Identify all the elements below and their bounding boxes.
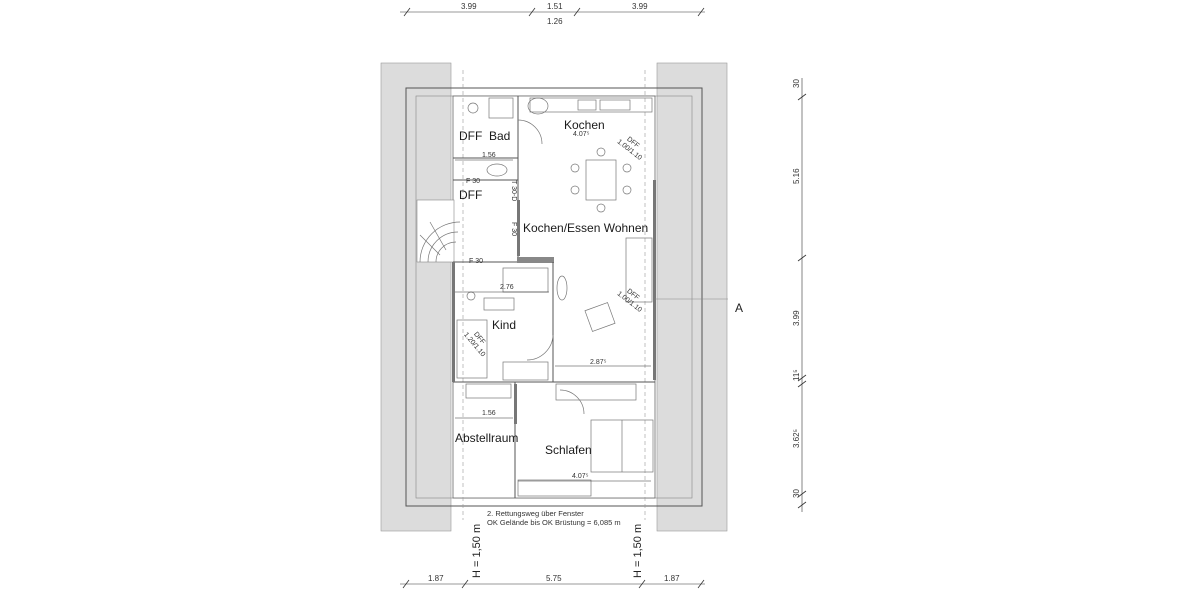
chair — [570, 185, 580, 195]
floor-area — [452, 95, 656, 499]
wardrobe-schlafen — [555, 383, 637, 401]
kitchen-cooktop — [599, 99, 631, 111]
right-dim-4: 11⁵ — [792, 369, 801, 381]
stair-line — [419, 234, 441, 256]
stair-spiral — [419, 221, 461, 263]
note-line-1: 2. Rettungsweg über Fenster — [487, 509, 584, 518]
bath-door-swing — [517, 119, 543, 145]
window-label-bad: DFF — [459, 129, 482, 143]
dim-wohnen-width: 2.87⁵ — [590, 359, 607, 366]
bottom-dim-left: 1.87 — [428, 574, 444, 583]
room-label-schlafen: Schlafen — [545, 443, 592, 457]
section-marker: A — [735, 301, 743, 315]
wall-mark-right — [653, 180, 656, 380]
flur-basin — [486, 163, 508, 177]
door-label-t30: T 30-D — [510, 180, 517, 201]
bottom-dim-middle: 5.75 — [546, 574, 562, 583]
right-dim-5: 3.62⁵ — [792, 429, 801, 448]
schlafen-door-swing — [559, 389, 585, 415]
wall-column — [517, 257, 554, 263]
chair — [622, 185, 632, 195]
bed-kind — [456, 319, 488, 379]
dim-schlafen-width: 4.07⁵ — [572, 473, 589, 480]
washbasin — [527, 97, 549, 115]
dim-abstell-width: 1.56 — [482, 410, 496, 417]
bathtub — [488, 97, 514, 119]
room-label-abstellraum: Abstellraum — [455, 431, 518, 445]
kitchen-sink — [577, 99, 597, 111]
coffee-table — [556, 275, 568, 301]
shelf-abstell — [465, 383, 512, 399]
chair — [570, 163, 580, 173]
dim-kochen-width: 4.07⁵ — [573, 131, 590, 138]
right-dim-6: 30 — [792, 489, 801, 498]
bottom-dim-right: 1.87 — [664, 574, 680, 583]
wall-mark-abstell — [514, 384, 517, 424]
wall-mark-bad — [517, 200, 520, 256]
door-label-f30-bad: F 30 — [466, 178, 480, 185]
right-dim-3: 3.99 — [792, 310, 801, 326]
room-label-bad: Bad — [489, 129, 510, 143]
dining-table — [585, 159, 617, 201]
door-label-f30-flur: F 30 — [469, 258, 483, 265]
door-label-t30-f30: F 30 — [510, 222, 517, 236]
room-label-kochen-essen-wohnen: Kochen/Essen Wohnen — [523, 221, 648, 235]
height-label-right: H = 1,50 m — [632, 524, 644, 578]
top-dim-middle-below: 1.26 — [547, 17, 563, 26]
stair-line — [429, 221, 447, 251]
armchair — [584, 302, 616, 332]
sofa — [625, 237, 653, 303]
wall-mark-left — [452, 262, 455, 382]
note-line-2: OK Gelände bis OK Brüstung = 6,085 m — [487, 518, 621, 527]
height-label-left: H = 1,50 m — [471, 524, 483, 578]
toilet — [467, 102, 479, 114]
chair — [596, 147, 606, 157]
dim-bad-width: 1.56 — [482, 152, 496, 159]
shelf-schlafen — [517, 479, 592, 497]
top-dim-left: 3.99 — [461, 2, 477, 11]
dim-kind-width: 2.76 — [500, 284, 514, 291]
living-door-swing — [526, 334, 554, 361]
wardrobe-kind — [502, 361, 549, 381]
chair — [622, 163, 632, 173]
top-dim-right: 3.99 — [632, 2, 648, 11]
kitchen-counter — [529, 97, 653, 113]
right-dim-2: 5.16 — [792, 168, 801, 184]
chair — [596, 203, 606, 213]
building-outline — [405, 87, 703, 507]
window-label-flur: DFF — [459, 188, 482, 202]
top-dim-middle: 1.51 — [547, 2, 563, 11]
desk — [483, 297, 515, 311]
room-label-kind: Kind — [492, 318, 516, 332]
right-dim-1: 30 — [792, 79, 801, 88]
room-label-kochen: Kochen — [564, 118, 605, 132]
